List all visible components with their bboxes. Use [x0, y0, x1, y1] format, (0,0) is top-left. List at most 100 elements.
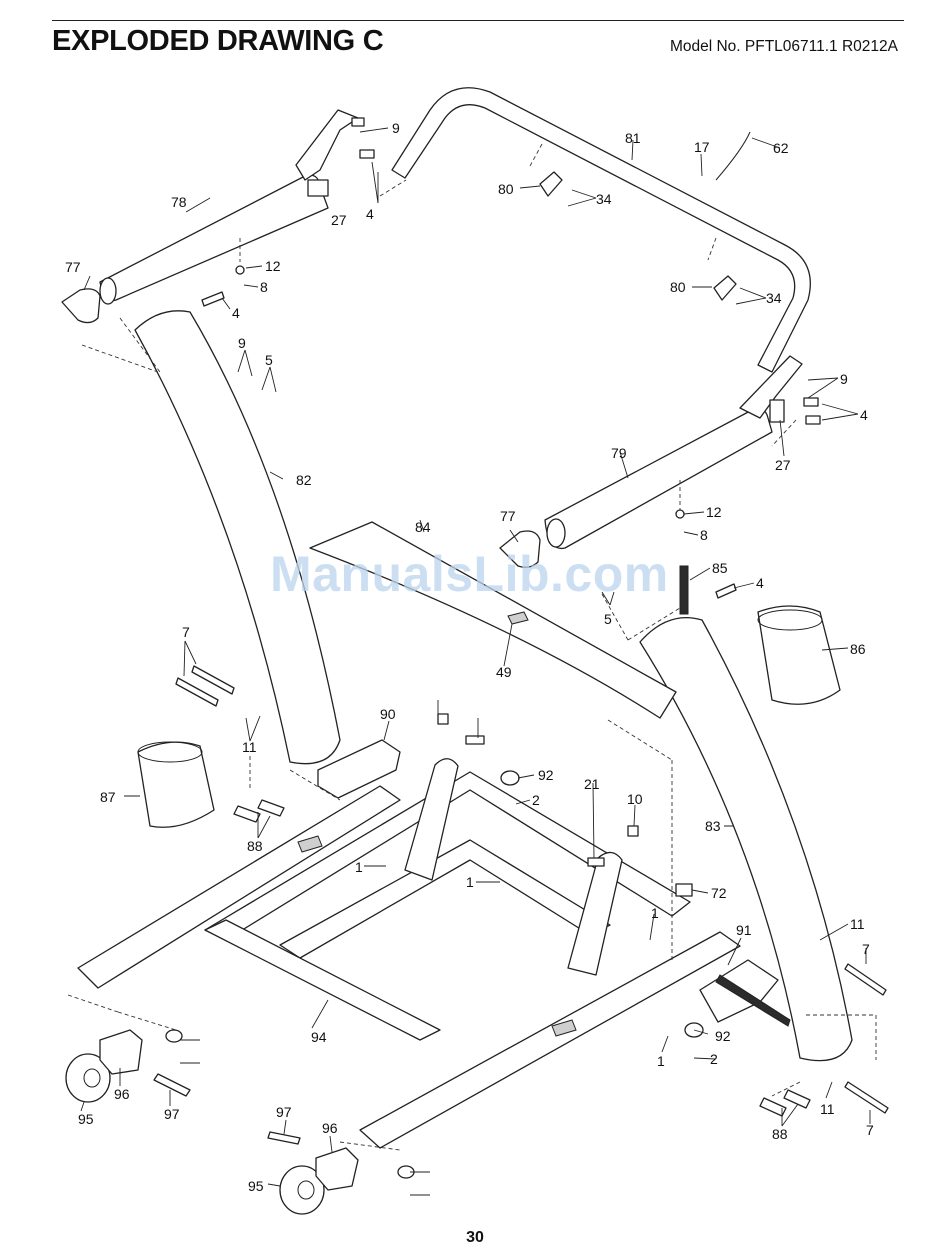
- callout-4: 4: [860, 407, 868, 423]
- callout-4: 4: [232, 305, 240, 321]
- handrail-81: [392, 88, 810, 372]
- callout-7: 7: [862, 941, 870, 957]
- foot-92-top: [501, 771, 519, 785]
- callout-82: 82: [296, 472, 312, 488]
- upper-arm-78: [100, 175, 328, 301]
- frame-rail-front: [360, 932, 740, 1148]
- callout-91: 91: [736, 922, 752, 938]
- leaders: [81, 128, 870, 1195]
- bolt-4-c: [804, 398, 818, 406]
- foot-left: [166, 1030, 182, 1042]
- callout-97: 97: [164, 1106, 180, 1122]
- part-72: [676, 884, 692, 896]
- callout-72: 72: [711, 885, 727, 901]
- callout-10: 10: [627, 791, 643, 807]
- callout-86: 86: [850, 641, 866, 657]
- cable-85: [680, 566, 688, 614]
- callout-12: 12: [706, 504, 722, 520]
- callout-80: 80: [498, 181, 514, 197]
- callout-5: 5: [265, 352, 273, 368]
- callout-17: 17: [694, 139, 710, 155]
- callout-96: 96: [322, 1120, 338, 1136]
- callout-1: 1: [466, 874, 474, 890]
- callout-34: 34: [766, 290, 782, 306]
- bolt-4-left: [202, 292, 224, 306]
- callout-1: 1: [651, 905, 659, 921]
- callout-78: 78: [171, 194, 187, 210]
- callout-79: 79: [611, 445, 627, 461]
- clip-80-a: [540, 172, 562, 196]
- callout-8: 8: [260, 279, 268, 295]
- callout-81: 81: [625, 130, 641, 146]
- callout-84: 84: [415, 519, 431, 535]
- callout-7: 7: [866, 1122, 874, 1138]
- cover-86: [758, 606, 840, 704]
- callout-5: 5: [604, 611, 612, 627]
- callout-1: 1: [355, 859, 363, 875]
- bolt-4-d: [806, 416, 820, 424]
- upright-82: [135, 311, 340, 764]
- callout-27: 27: [331, 212, 347, 228]
- page-number: 30: [0, 1229, 950, 1247]
- callout-87: 87: [100, 789, 116, 805]
- callout-62: 62: [773, 140, 789, 156]
- callout-94: 94: [311, 1029, 327, 1045]
- callout-88: 88: [247, 838, 263, 854]
- watermark: ManualsLib.com: [270, 545, 669, 603]
- bolt-4-right: [716, 584, 736, 598]
- bolt-7-c: [845, 964, 886, 995]
- washer-12-left: [236, 266, 244, 274]
- washer-12-right: [676, 510, 684, 518]
- callout-7: 7: [182, 624, 190, 640]
- wheel-bracket-96-left: [100, 1030, 142, 1074]
- callout-96: 96: [114, 1086, 130, 1102]
- callout-97: 97: [276, 1104, 292, 1120]
- callout-9: 9: [392, 120, 400, 136]
- wire-62: [716, 132, 750, 180]
- callout-2: 2: [532, 792, 540, 808]
- callout-4: 4: [756, 575, 764, 591]
- roller-88-left-b: [258, 800, 284, 816]
- bolt-21: [588, 858, 604, 866]
- callout-11: 11: [850, 916, 865, 932]
- callout-85: 85: [712, 560, 728, 576]
- callout-95: 95: [78, 1111, 94, 1127]
- callout-11: 11: [242, 739, 257, 755]
- upper-arm-79: [545, 409, 772, 549]
- callout-83: 83: [705, 818, 721, 834]
- callout-90: 90: [380, 706, 396, 722]
- callout-8: 8: [700, 527, 708, 543]
- callout-77: 77: [65, 259, 81, 275]
- callout-21: 21: [584, 776, 600, 792]
- callout-49: 49: [496, 664, 512, 680]
- wheel-bracket-96-right: [316, 1148, 358, 1190]
- callout-2: 2: [710, 1051, 718, 1067]
- bracket-left: [296, 110, 358, 180]
- bracket-plate-left: [308, 180, 328, 196]
- callout-27: 27: [775, 457, 791, 473]
- arm-end-78: [100, 278, 116, 304]
- bolt-7-d: [845, 1082, 888, 1113]
- callout-4: 4: [366, 206, 374, 222]
- callout-88: 88: [772, 1126, 788, 1142]
- callout-9: 9: [238, 335, 246, 351]
- endcap-77-left: [62, 289, 100, 323]
- bolt-top: [466, 736, 484, 744]
- callout-11: 11: [820, 1101, 835, 1117]
- roller-88-left-a: [234, 806, 260, 822]
- callout-12: 12: [265, 258, 281, 274]
- callout-34: 34: [596, 191, 612, 207]
- callout-labels: 9 4 27 78 77 12 8 4 9 5 82 81 17 62 80 3…: [65, 120, 874, 1194]
- callout-92: 92: [538, 767, 554, 783]
- clip-80-b: [714, 276, 736, 300]
- bolt-9-b: [360, 150, 374, 158]
- callout-1: 1: [657, 1053, 665, 1069]
- callout-80: 80: [670, 279, 686, 295]
- nut-top: [438, 714, 448, 724]
- bracket-plate-right: [770, 400, 784, 422]
- bolt-9-a: [352, 118, 364, 126]
- callout-77: 77: [500, 508, 516, 524]
- callout-9: 9: [840, 371, 848, 387]
